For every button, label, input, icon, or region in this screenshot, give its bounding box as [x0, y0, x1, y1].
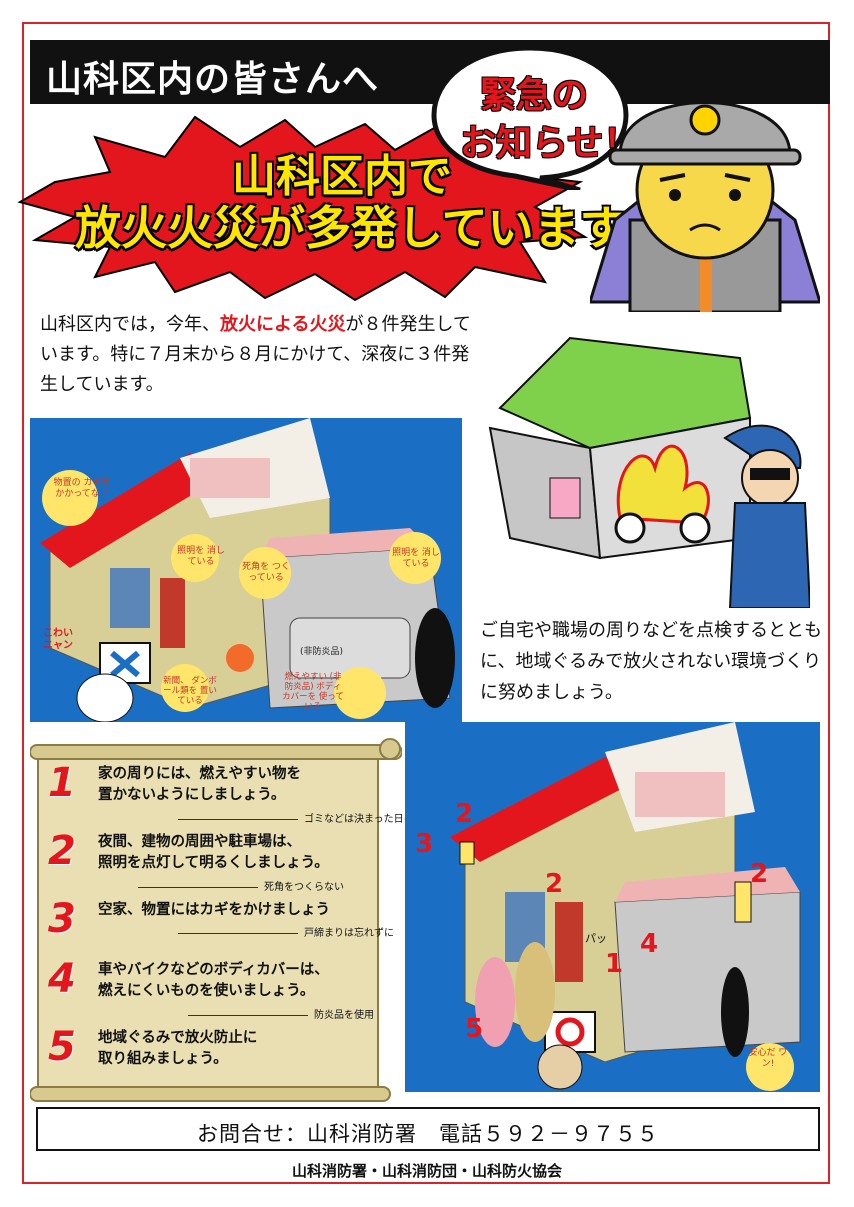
tip-note-text: 戸締まりは忘れずに — [304, 928, 394, 939]
arson-illustration — [488, 336, 810, 608]
tip-text-line1: 空家、物置にはカギをかけましょう — [98, 902, 330, 918]
tip-text-line1: 車やバイクなどのボディカバーは、 — [98, 962, 329, 978]
tip-number: 2 — [48, 828, 76, 874]
tip-number: 4 — [48, 956, 76, 1002]
footer-organizations: 山科消防署・山科消防団・山科防火協会 — [291, 1162, 562, 1180]
svg-text:2: 2 — [455, 799, 473, 829]
tip-note: 死角をつくらない — [138, 878, 344, 893]
tip-number: 3 — [48, 896, 76, 942]
svg-text:2: 2 — [545, 869, 563, 899]
intro-paragraph: 山科区内では，今年、放火による火災が８件発生しています。特に７月末から８月にかけ… — [40, 310, 480, 400]
tip-note-text: 防炎品を使用 — [314, 1010, 374, 1021]
firefighter-illustration — [590, 101, 820, 312]
label-news: 新聞、 ダンボール類を 置いている — [163, 676, 217, 706]
alert-burst-shape — [17, 115, 589, 302]
label-key: 物置の カギが かかってない — [53, 478, 111, 499]
svg-text:4: 4 — [640, 929, 658, 959]
safe-house-illustration: 2 3 2 2 4 1 5 — [405, 722, 820, 1092]
tip-text-line1: 地域ぐるみで放火防止に — [98, 1030, 258, 1046]
label-light2: 照明を 消している — [392, 548, 440, 569]
headline-line1: 山科区内で — [232, 151, 452, 202]
svg-text:5: 5 — [465, 1014, 483, 1044]
speech-bubble — [431, 45, 629, 190]
dangerous-house-illustration — [30, 418, 462, 722]
banner-title: 山科区内の皆さんへ — [46, 59, 380, 100]
poster-border — [22, 22, 830, 1184]
intro-part2: が８件発生しています。特に７月末から８月にかけて、深夜に３件発生しています。 — [40, 314, 471, 395]
svg-text:3: 3 — [415, 829, 433, 859]
tip-text-line2: 置かないようにしましょう。 — [98, 787, 286, 803]
tip-note-text: 死角をつくらない — [264, 882, 344, 893]
tip-note: ゴミなどは決まった日に — [178, 810, 414, 825]
advice-paragraph: ご自宅や職場の周りなどを点検するとともに、地域ぐるみで放火されない環境づくりに努… — [480, 620, 822, 703]
label-nonfire: (非防炎品) — [300, 647, 344, 657]
intro-part1: 山科区内では，今年、 — [40, 314, 220, 335]
label-pa: パッ — [585, 932, 607, 945]
label-cat: こわい ニャン — [43, 628, 73, 651]
label-light1: 照明を 消している — [177, 546, 225, 567]
intro-emphasis: 放火による火災 — [220, 314, 346, 335]
tip-number: 1 — [48, 760, 76, 806]
svg-text:1: 1 — [605, 949, 623, 979]
tip-text-line2: 取り組みましょう。 — [98, 1051, 228, 1067]
tip-note: 戸締まりは忘れずに — [178, 924, 394, 939]
headline-line2: 放火火災が多発しています！ — [75, 201, 672, 255]
label-dog: 安心だ ワン! — [748, 1048, 788, 1069]
tip-text-line2: 照明を点灯して明るくしましょう。 — [98, 855, 329, 871]
bubble-line1: 緊急の — [480, 75, 589, 116]
tip-number: 5 — [48, 1024, 76, 1070]
tip-note-text: ゴミなどは決まった日に — [304, 814, 414, 825]
label-blind: 死角を つくっている — [242, 562, 290, 583]
contact-text: お問合せ：山科消防署 電話５９２－９７５５ — [197, 1122, 659, 1146]
svg-text:2: 2 — [750, 859, 768, 889]
title-banner — [30, 40, 830, 104]
tip-text-line1: 夜間、建物の周囲や駐車場は、 — [98, 834, 301, 850]
tip-text-line1: 家の周りには、燃えやすい物を — [98, 766, 301, 782]
contact-box: お問合せ：山科消防署 電話５９２－９７５５ — [36, 1107, 820, 1151]
tip-text-line2: 燃えにくいものを使いましょう。 — [98, 983, 315, 999]
tips-scroll — [30, 738, 402, 1102]
label-cover: 燃えやすい (非防炎品) ボディカバーを 使っている — [282, 672, 344, 712]
tip-note: 防炎品を使用 — [188, 1006, 374, 1021]
